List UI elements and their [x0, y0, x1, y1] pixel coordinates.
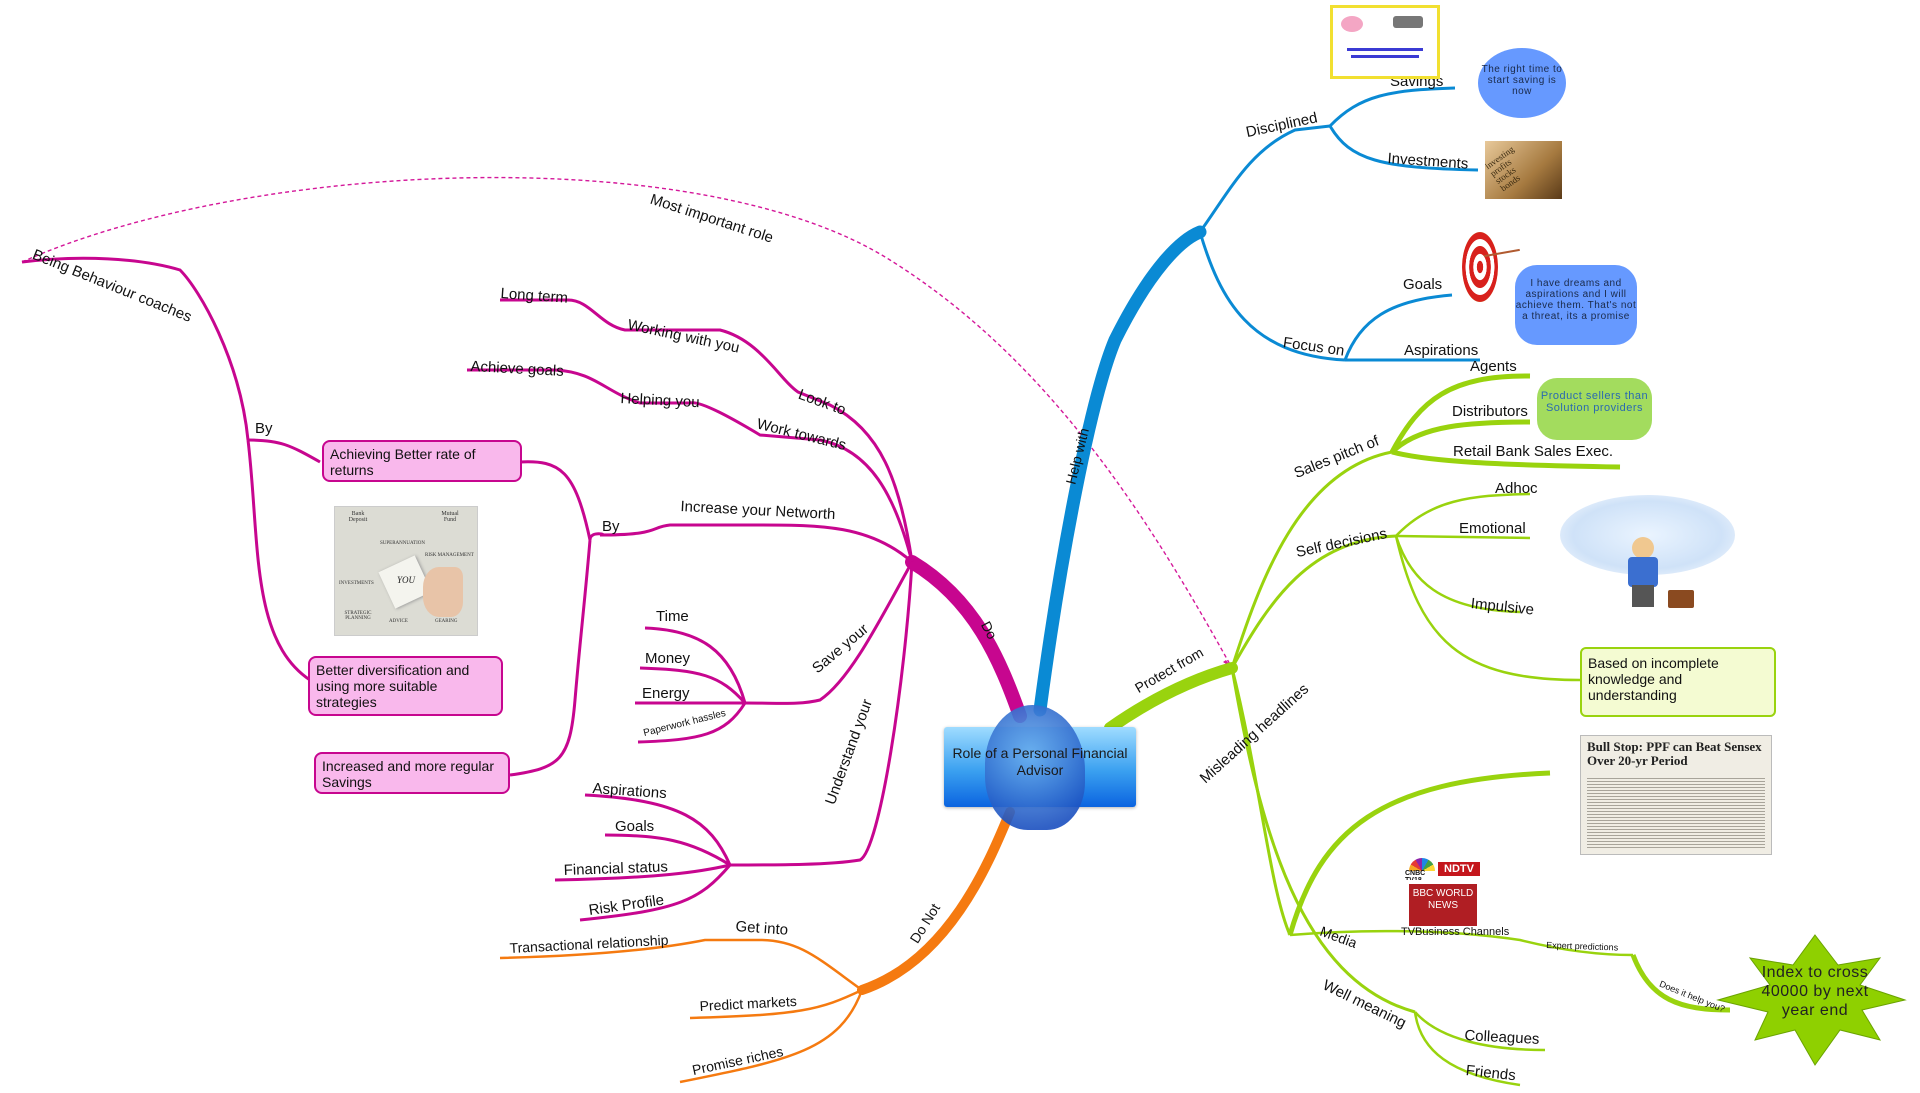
label-by-2[interactable]: By [255, 420, 273, 437]
branch-do [905, 555, 1027, 723]
central-topic-label: Role of a Personal Financial Advisor [952, 745, 1128, 778]
cross-link-line [21, 176, 1233, 669]
label-financial-status[interactable]: Financial status [563, 858, 669, 879]
puzzle-piece-bank: Bank Deposit [348, 511, 368, 523]
puzzle-piece-investments: INVESTMENTS [339, 581, 374, 586]
self-decisions-note[interactable]: Based on incomplete knowledge and unders… [1580, 647, 1776, 717]
line-misleading [1287, 770, 1551, 936]
confused-man-illustration [1550, 485, 1745, 615]
line-financial-status [554, 863, 731, 882]
line-aspirations [584, 793, 732, 866]
line-well-meaning [1230, 667, 1416, 1014]
line-media [1230, 667, 1292, 936]
line-tv-channels [1289, 929, 1634, 957]
starburst-text: Index to cross 40000 by next year end [1761, 964, 1869, 1019]
line-increase [588, 523, 913, 564]
line-money [639, 666, 747, 704]
piggy-bank-icon [1341, 16, 1363, 32]
label-tv-channels[interactable]: TVBusiness Channels [1401, 926, 1510, 938]
label-goals-do[interactable]: Goals [615, 818, 655, 835]
line-paperwork [637, 702, 747, 744]
line-goals-hw [1343, 293, 1453, 361]
line-friends [1413, 1011, 1521, 1087]
puzzle-image: Bank Deposit Mutual Fund SUPERANNUATION … [334, 506, 478, 636]
savings-note-bubble: The right time to start saving is now [1478, 48, 1566, 118]
head-silhouette-icon [985, 705, 1085, 830]
puzzle-piece-gearing: GEARING [435, 619, 458, 624]
aspirations-note-cloud: I have dreams and aspirations and I will… [1515, 265, 1637, 345]
node-better-diversification[interactable]: Better diversification and using more su… [308, 656, 503, 716]
line-by2-returns [247, 438, 321, 464]
line-emotional [1395, 534, 1531, 540]
label-distributors[interactable]: Distributors [1452, 403, 1528, 420]
branch-help-with [1033, 225, 1207, 717]
line-risk-profile [579, 864, 732, 922]
line-adhoc [1395, 492, 1531, 537]
line-work-towards [467, 368, 914, 563]
label-energy[interactable]: Energy [642, 685, 690, 702]
target-icon [1462, 232, 1498, 302]
ndtv-logo: NDTV [1438, 862, 1480, 876]
line-understand [729, 561, 914, 867]
line-save-your [744, 561, 914, 705]
line-disciplined [1198, 124, 1331, 233]
label-retail-bank[interactable]: Retail Bank Sales Exec. [1453, 443, 1614, 460]
label-money[interactable]: Money [645, 650, 691, 667]
line-by2-diversification [246, 439, 311, 682]
line-colleagues [1414, 1011, 1546, 1052]
branch-protect-from [1104, 662, 1238, 734]
bbc-world-news-logo: BBC WORLD NEWS [1409, 884, 1477, 926]
savings-poster-image [1330, 5, 1440, 79]
line-agents [1389, 373, 1531, 454]
label-aspirations-hw[interactable]: Aspirations [1404, 342, 1479, 359]
node-better-returns[interactable]: Achieving Better rate of returns [322, 440, 522, 482]
puzzle-piece-advice: ADVICE [389, 619, 408, 624]
label-by[interactable]: By [602, 518, 620, 535]
line-investments [1328, 125, 1479, 172]
label-time[interactable]: Time [656, 608, 689, 625]
line-impulsive [1394, 535, 1521, 614]
puzzle-piece-you: YOU [397, 575, 416, 585]
label-goals-hw[interactable]: Goals [1403, 276, 1443, 293]
line-retail-bank [1391, 449, 1621, 470]
line-goals [604, 833, 731, 867]
label-agents[interactable]: Agents [1470, 358, 1517, 375]
line-question [1630, 954, 1731, 1013]
line-distributors [1390, 419, 1531, 454]
line-self-note [1394, 535, 1581, 682]
line-get-into [499, 938, 863, 992]
label-emotional[interactable]: Emotional [1459, 520, 1526, 537]
line-sales-pitch [1230, 450, 1393, 669]
line-savings [1328, 86, 1456, 128]
starburst-shape [1716, 934, 1907, 1066]
line-predict-markets [689, 988, 863, 1020]
puzzle-piece-strategic: STRATEGIC PLANNING [344, 611, 372, 621]
puzzle-piece-risk: RISK MANAGEMENT [425, 553, 474, 558]
node-regular-savings[interactable]: Increased and more regular Savings [314, 752, 510, 794]
line-self-decisions [1230, 534, 1397, 669]
newspaper-headline: Bull Stop: PPF can Beat Sensex Over 20-y… [1587, 739, 1762, 768]
line-time [644, 626, 747, 704]
line-promise-riches [679, 989, 864, 1084]
line-look-to [500, 298, 914, 563]
line-behaviour [21, 256, 250, 441]
line-by-returns [519, 460, 592, 541]
branch-do-not [857, 807, 1015, 995]
cnbc-logo-text: CNBC TV18 [1405, 870, 1426, 880]
label-adhoc[interactable]: Adhoc [1495, 480, 1538, 497]
puzzle-piece-mutual: Mutual Fund [441, 511, 459, 523]
cnbc-logo: CNBC TV18 [1405, 858, 1439, 880]
investments-image: investing profits stocks bonds [1485, 141, 1562, 199]
puzzle-piece-super: SUPERANNUATION [380, 541, 426, 546]
line-by-savings [509, 539, 592, 777]
sales-note-cloud: Product sellers than Solution providers [1537, 378, 1652, 440]
line-focus-on [1198, 231, 1346, 362]
label-get-into[interactable]: Get into [735, 918, 789, 939]
headline-newspaper-image: Bull Stop: PPF can Beat Sensex Over 20-y… [1580, 735, 1772, 855]
